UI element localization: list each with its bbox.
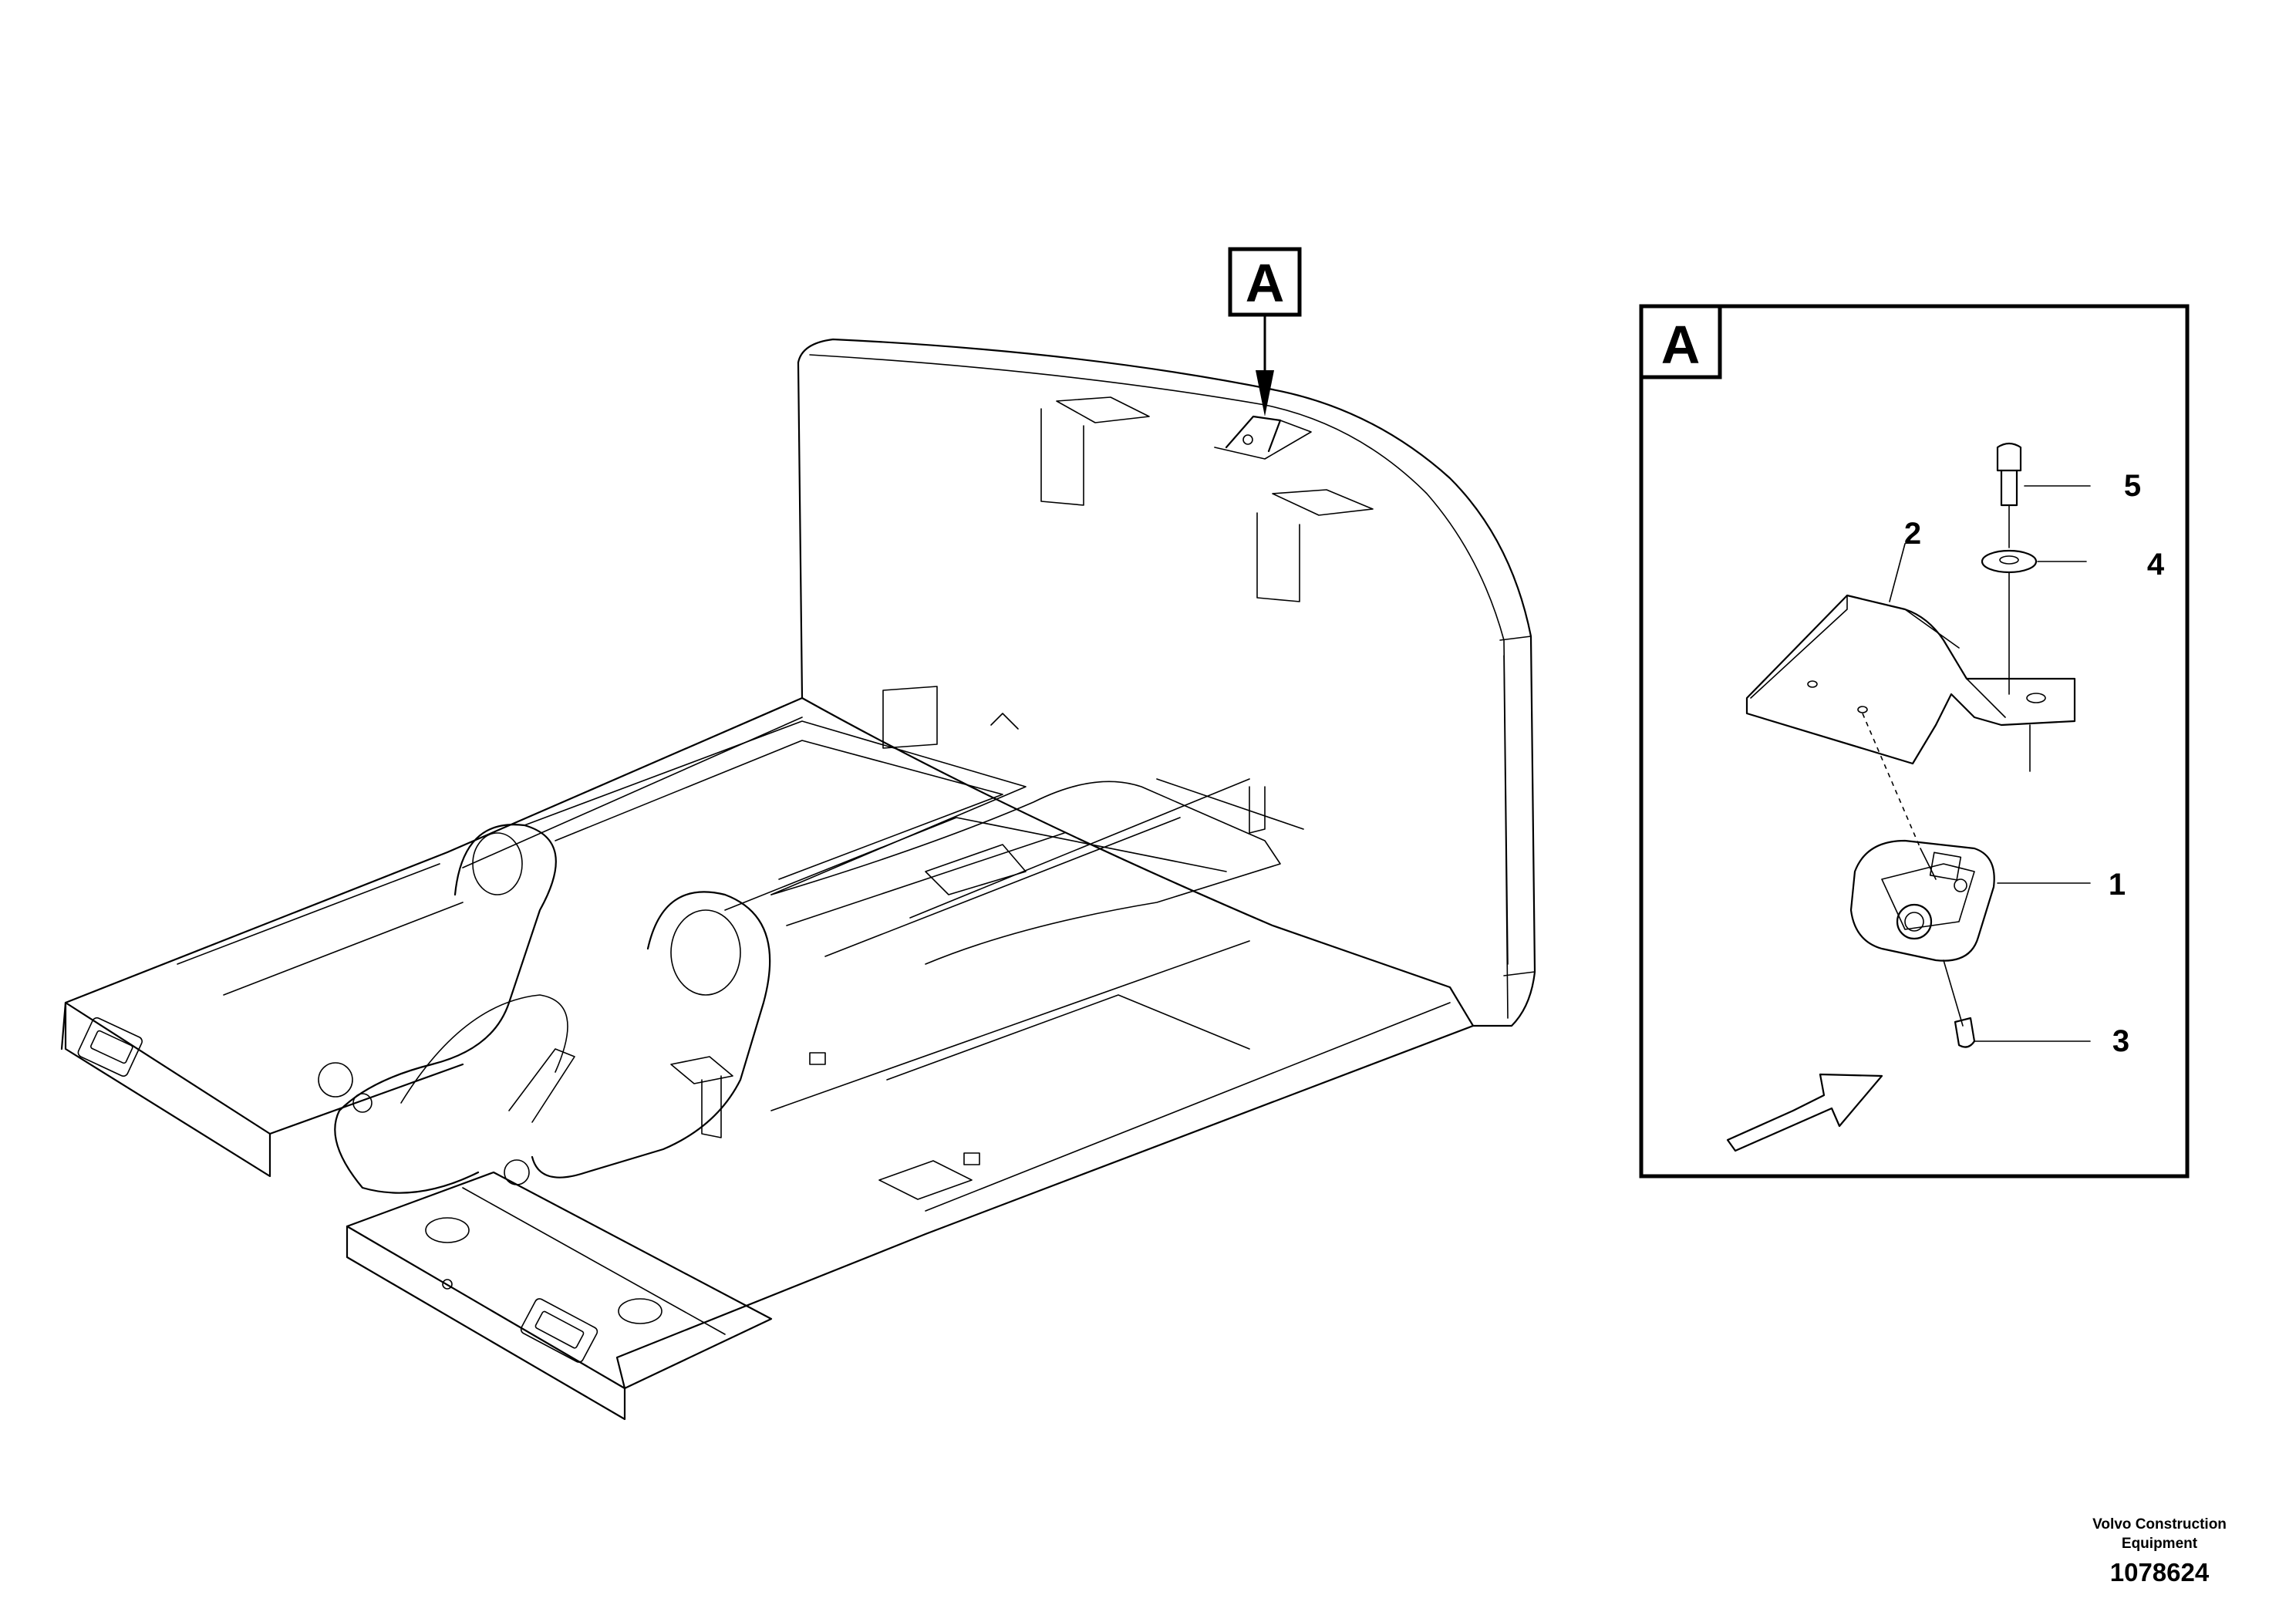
footer: Volvo Construction Equipment 1078624 xyxy=(2092,1516,2227,1587)
callout-3: 3 xyxy=(2112,1024,2129,1058)
excavator-upper-frame xyxy=(60,338,1536,1421)
figure-number: 1078624 xyxy=(2110,1558,2210,1587)
view-direction-arrow xyxy=(1726,1073,1883,1152)
company-name-line1: Volvo Construction xyxy=(2092,1516,2227,1533)
company-name-line2: Equipment xyxy=(2122,1536,2198,1552)
detail-view-A: A 5 4 xyxy=(1639,304,2190,1179)
callout-4: 4 xyxy=(2147,548,2165,582)
svg-text:A: A xyxy=(1661,315,1701,375)
callout-5: 5 xyxy=(2124,469,2141,503)
svg-text:A: A xyxy=(1246,253,1285,313)
callout-2: 2 xyxy=(1904,517,1921,551)
callout-box-A: A xyxy=(1228,247,1302,416)
callout-1: 1 xyxy=(2109,868,2126,902)
